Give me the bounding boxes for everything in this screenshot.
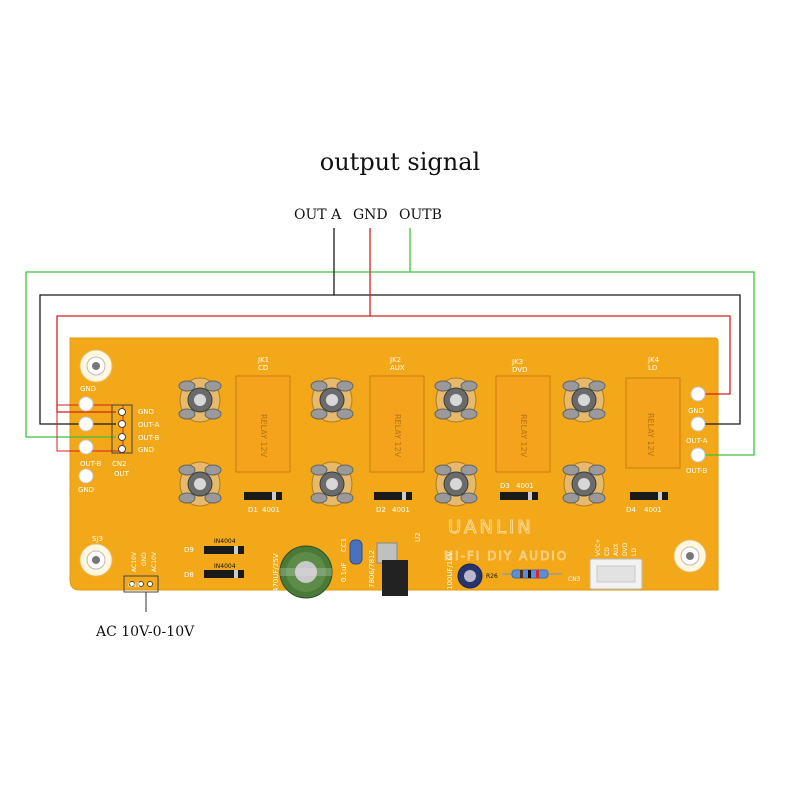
jack-label: JK3: [511, 358, 523, 366]
cn2-pins: [118, 408, 126, 453]
cn3-pin-label: AUX: [613, 543, 620, 556]
svg-text:RELAY 12V: RELAY 12V: [519, 414, 528, 458]
ceramic-capacitor: [349, 539, 363, 565]
rca-jack-post: [178, 461, 222, 507]
right-pad-label: GND: [688, 407, 704, 415]
rca-jack-post: [562, 461, 606, 507]
left-pad-column: [78, 396, 94, 484]
left-pad-label: GND: [80, 385, 96, 393]
wire-gnd: [56, 228, 731, 413]
cap-label: 100UF/16V: [446, 551, 454, 590]
power-input-label: AC 10V-0-10V: [96, 624, 195, 640]
cap-label: 470UF/25V: [272, 553, 280, 592]
cn3-pin-label: DVD: [622, 542, 629, 556]
wire-out-a: [39, 228, 741, 425]
diode-part: 4001: [644, 506, 662, 514]
diode-label: D4: [626, 506, 636, 514]
jack-label: JK1: [257, 356, 269, 364]
r26-label: R26: [486, 573, 498, 580]
diode-label: D3: [500, 482, 510, 490]
ac-pin-label: GND: [141, 552, 148, 566]
header-label: OUT-A: [138, 421, 160, 429]
left-pad-label: GND: [78, 486, 94, 494]
cn3-label: CN3: [568, 576, 581, 583]
rectifier-diode: [204, 546, 244, 554]
jack-label: JK4: [647, 356, 660, 364]
diode-part: 4001: [262, 506, 280, 514]
ac-pin-label: AC10V: [151, 551, 158, 572]
cn1-connector: [123, 575, 159, 593]
cn2-label: CN2: [112, 460, 127, 468]
rca-jack-post: [434, 461, 478, 507]
jack-label: JK2: [389, 356, 401, 364]
jack-sub-label: LD: [648, 364, 657, 372]
relay: RELAY 12V: [369, 375, 425, 473]
rca-jack-post: [562, 377, 606, 423]
cn3-connector: [589, 558, 643, 590]
diode: [630, 492, 668, 500]
jack-sub-label: DVD: [512, 366, 527, 374]
right-pad-label: OUT-A: [686, 437, 708, 445]
left-pad-label: OUT-B: [80, 460, 102, 468]
jack-sub-label: AUX: [390, 364, 405, 372]
svg-text:UANLIN: UANLIN: [448, 517, 534, 538]
brand-logo: UANLIN HI-FI DIY AUDIO: [444, 517, 568, 564]
relay: RELAY 12V: [495, 375, 551, 473]
header-label: GND: [138, 446, 154, 454]
diode-part: 4001: [392, 506, 410, 514]
header-label: OUT-B: [138, 434, 160, 442]
small-capacitor: [457, 563, 483, 589]
diode: [374, 492, 412, 500]
diode-part: 4001: [516, 482, 534, 490]
diode-label: D2: [376, 506, 386, 514]
svg-text:HI-FI DIY AUDIO: HI-FI DIY AUDIO: [444, 549, 568, 563]
diode-part: IN4004: [214, 563, 236, 570]
mounting-hole: [79, 543, 113, 577]
voltage-regulator: [376, 542, 408, 596]
mounting-hole: [79, 349, 113, 383]
right-pad-label: OUT-B: [686, 467, 708, 475]
rca-jack-post: [310, 377, 354, 423]
regulator-label: 7806/7812: [368, 550, 376, 588]
rectifier-diode: [204, 570, 244, 578]
wire-out-b: [25, 228, 755, 456]
relay: RELAY 12V: [625, 377, 681, 469]
d8-label: D8: [184, 571, 194, 579]
d9-label: D9: [184, 546, 194, 554]
diode: [244, 492, 282, 500]
out-b-label: OUTB: [399, 207, 442, 223]
cn3-pin-label: VCC+: [595, 538, 602, 556]
svg-text:RELAY 12V: RELAY 12V: [259, 414, 268, 458]
cap-label: 0.1uF: [340, 562, 348, 582]
resistor: [502, 569, 562, 579]
svg-text:RELAY 12V: RELAY 12V: [646, 413, 655, 457]
gnd-label: GND: [353, 207, 388, 223]
rca-jack-post: [178, 377, 222, 423]
header-label: GND: [138, 408, 154, 416]
diode-label: D1: [248, 506, 258, 514]
right-pad-column: [690, 386, 706, 463]
out-a-label: OUT A: [294, 207, 342, 223]
svg-text:RELAY 12V: RELAY 12V: [393, 414, 402, 458]
cn1-pins: [129, 581, 153, 587]
relay: RELAY 12V: [235, 375, 291, 473]
electrolytic-capacitor: [279, 545, 333, 599]
rca-jack-posts: [178, 377, 606, 507]
sj3-label: SJ3: [92, 535, 103, 543]
mounting-hole: [673, 539, 707, 573]
page-title: output signal: [319, 148, 481, 176]
cn2-label-sub: OUT: [114, 470, 130, 478]
cc1-label: CC1: [340, 538, 348, 552]
rca-jack-post: [434, 377, 478, 423]
cn3-pin-label: CD: [604, 547, 611, 556]
jack-sub-label: CD: [258, 364, 268, 372]
diode: [500, 492, 538, 500]
diode-part: IN4004: [214, 538, 236, 545]
rca-jack-post: [310, 461, 354, 507]
u2-label: U2: [414, 532, 422, 542]
ac-pin-label: AC10V: [131, 551, 138, 572]
cn3-pin-label: LD: [631, 548, 638, 556]
cn1-label: CN1: [128, 582, 141, 589]
